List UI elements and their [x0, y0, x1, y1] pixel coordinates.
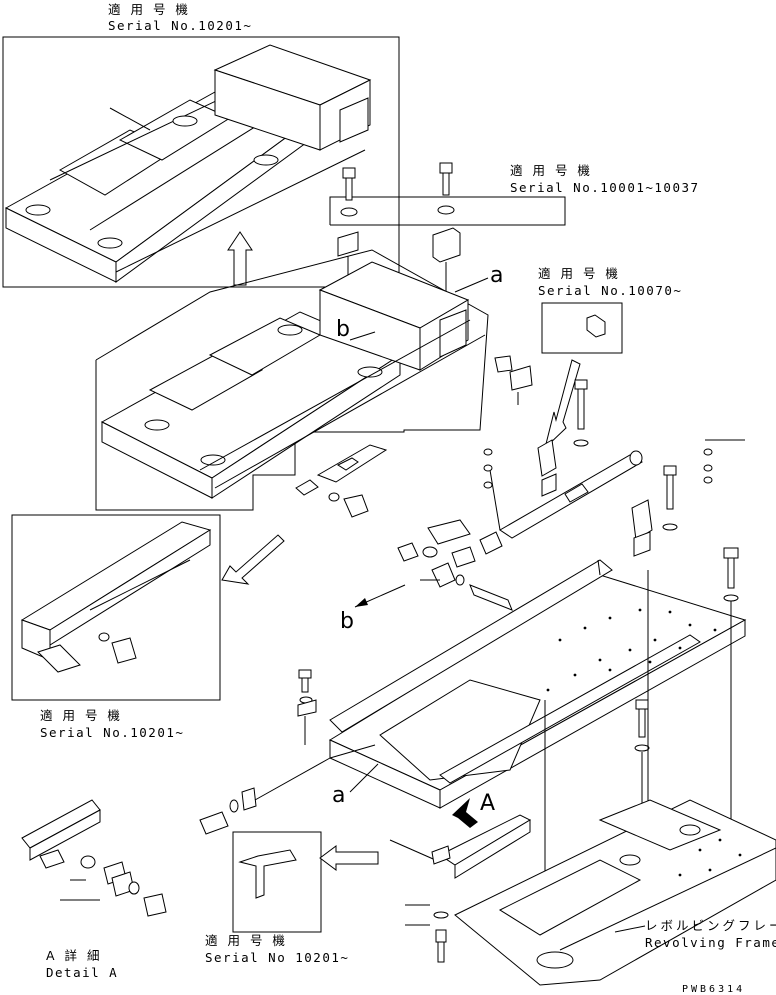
serial-b-jp-label: 適 用 号 機: [538, 266, 621, 281]
washer-1: [340, 207, 358, 217]
serial-a-label: Serial No.10001~10037: [510, 180, 700, 195]
detail-jp-label: A 詳 細: [46, 948, 103, 963]
front-bolt: [199, 811, 229, 835]
fitting-arrow: [544, 359, 581, 450]
bolt-shank-1: [345, 177, 353, 201]
revolving-frame-opening: [498, 859, 642, 936]
nut-left: [397, 542, 419, 562]
bolt-head-2: [439, 162, 453, 174]
top-arrow-up: [227, 231, 253, 286]
marker-b-upper: b: [336, 317, 350, 342]
handle-bolt: [343, 494, 369, 518]
lower-rail-left: [329, 559, 613, 733]
serial-top-label: Serial No.10201~: [108, 18, 252, 33]
serial-top-jp-label: 適 用 号 機: [108, 2, 191, 17]
front-bracket: [241, 787, 257, 811]
marker-a-lower: a: [332, 783, 345, 808]
handle-detail-box: [232, 831, 322, 933]
top-assembly-group: 適 用 号 機 Serial No.10201~: [2, 2, 400, 288]
left-washer: [98, 632, 110, 642]
bracket-bolt-group: 適 用 号 機 Serial No.10001~10037: [329, 162, 700, 305]
bolt-head-1: [342, 167, 356, 179]
washer-left: [422, 546, 438, 558]
shaft-end-nut: [479, 531, 503, 555]
handle-clip: [295, 479, 319, 496]
elbow-fitting: [537, 439, 557, 477]
detail-washer-1: [80, 855, 96, 869]
detail-en-label: Detail A: [46, 965, 118, 980]
handle-washer: [328, 492, 340, 502]
grease-fitting: [586, 314, 606, 338]
shaft-group: b: [340, 379, 745, 634]
revolving-frame-group: レボルビングフレーム Revolving Frame: [454, 799, 776, 986]
long-bolt-head: [574, 379, 588, 390]
right-bolt-shank: [666, 474, 674, 510]
arrow-b-head: [355, 598, 368, 607]
serial-bottom-label: Serial No 10201~: [205, 950, 349, 965]
drawing-code: PWB6314: [682, 984, 745, 995]
right-elbow-fitting: [631, 499, 653, 541]
left-bolt: [111, 637, 137, 664]
marker-b-lower: b: [340, 609, 354, 634]
view-a-arrow: [452, 798, 478, 828]
long-bolt-washer: [573, 439, 589, 447]
shaft-collar: [564, 483, 589, 503]
left-detail-arrow: [221, 534, 285, 585]
lower-rail-right: [439, 634, 701, 784]
left-rail-top: [20, 521, 212, 631]
handle-detail-group: 適 用 号 機 Serial No 10201~: [205, 814, 532, 965]
view-a-label: A: [480, 791, 495, 816]
revolving-jp-label: レボルビングフレーム: [645, 918, 776, 933]
fitting-block: [541, 473, 557, 497]
marker-a-upper: a: [490, 263, 503, 288]
bolt-long-lower: [469, 584, 513, 611]
bracket-plate-2: [432, 227, 461, 263]
serial-b-label: Serial No.10070~: [538, 283, 682, 298]
long-bolt-shank: [577, 388, 585, 430]
top-assembly-box: [2, 36, 400, 288]
serial-left-label: Serial No.10201~: [40, 725, 184, 740]
revolving-en-label: Revolving Frame: [645, 935, 776, 950]
handle-detail-part: [238, 849, 297, 899]
lower-frame-group: a A: [199, 547, 747, 965]
frame-clip-right: [494, 355, 513, 373]
bolt-shank-2: [442, 172, 450, 196]
washer-2: [437, 205, 455, 215]
handle-detail-arrow: [319, 845, 379, 871]
detail-bolt: [143, 893, 167, 917]
serial-a-jp-label: 適 用 号 機: [510, 163, 593, 178]
serial-left-jp-label: 適 用 号 機: [40, 708, 123, 723]
left-detail-box: [11, 514, 221, 701]
bolt-left-upper: [427, 519, 471, 545]
middle-assembly-group: a b: [95, 249, 533, 518]
clamp-bracket: [431, 562, 456, 588]
bracket-plate-1: [337, 231, 359, 257]
fitting-box: [541, 302, 623, 354]
left-detail-group: 適 用 号 機 Serial No.10201~: [11, 514, 285, 740]
serial-bottom-jp-label: 適 用 号 機: [205, 933, 288, 948]
detail-a-group: A 詳 細 Detail A: [21, 799, 167, 980]
frame-bolt-right: [509, 365, 533, 391]
fitting-group: 適 用 号 機 Serial No.10070~: [538, 266, 682, 450]
